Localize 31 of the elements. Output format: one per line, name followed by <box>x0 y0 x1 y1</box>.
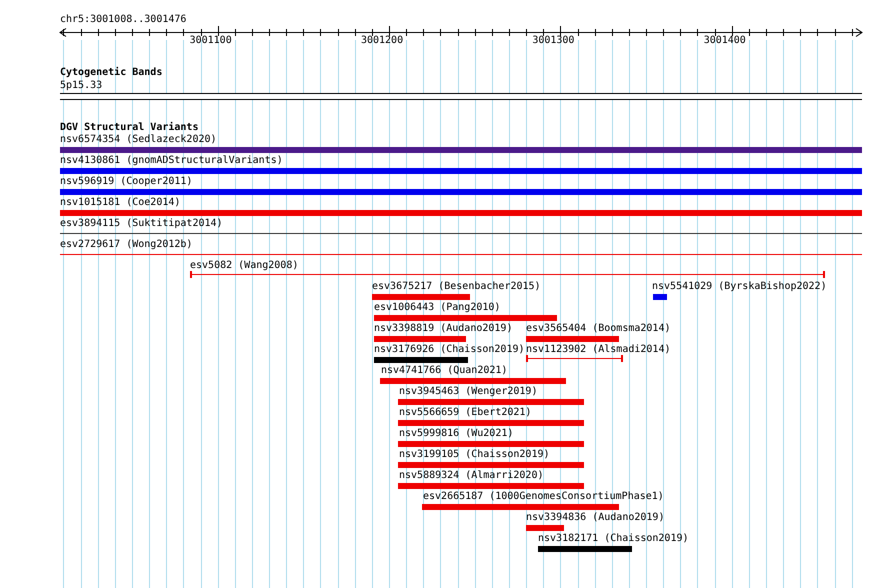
tick-label: 3001400 <box>704 35 746 47</box>
variant-label: esv3565404 (Boomsma2014) <box>526 323 670 335</box>
variant-label: nsv1123902 (Alsmadi2014) <box>526 344 670 356</box>
variant-label: nsv3182171 (Chaisson2019) <box>538 533 689 545</box>
variant-label: esv3894115 (Suktitipat2014) <box>60 218 223 230</box>
variant-label: nsv5566659 (Ebert2021) <box>399 407 532 419</box>
variant-label: nsv3394836 (Audano2019) <box>526 512 664 524</box>
variant-label: nsv6574354 (Sedlazeck2020) <box>60 134 217 146</box>
track-title: DGV Structural Variants <box>60 122 198 134</box>
variant-label: nsv5999816 (Wu2021) <box>399 428 514 440</box>
variant-label: esv2665187 (1000GenomesConsortiumPhase1) <box>423 491 664 503</box>
tick-label: 3001100 <box>190 35 232 47</box>
band-label: 5p15.33 <box>60 80 102 92</box>
track-title: Cytogenetic Bands <box>60 67 162 79</box>
variant-label: nsv4130861 (gnomADStructuralVariants) <box>60 155 283 167</box>
variant-label: nsv5541029 (ByrskaBishop2022) <box>652 281 827 293</box>
variant-label: esv5082 (Wang2008) <box>190 260 298 272</box>
variant-label: nsv3176926 (Chaisson2019) <box>374 344 525 356</box>
variant-label: nsv3199105 (Chaisson2019) <box>399 449 550 461</box>
variant-label: nsv596919 (Cooper2011) <box>60 176 192 188</box>
variant-label: nsv1015181 (Coe2014) <box>60 197 180 209</box>
variant-label: nsv4741766 (Quan2021) <box>381 365 508 377</box>
variant-label: esv2729617 (Wong2012b) <box>60 239 192 251</box>
tick-label: 3001300 <box>532 35 574 47</box>
coordinate-label: chr5:3001008..3001476 <box>60 14 186 26</box>
variant-label: nsv3398819 (Audano2019) <box>374 323 512 335</box>
variant-label: nsv3945463 (Wenger2019) <box>399 386 538 398</box>
variant-label: nsv5889324 (Almarri2020) <box>399 470 544 482</box>
variant-label: esv1006443 (Pang2010) <box>374 302 500 314</box>
tick-label: 3001200 <box>360 35 404 47</box>
variant-label: esv3675217 (Besenbacher2015) <box>372 281 541 293</box>
